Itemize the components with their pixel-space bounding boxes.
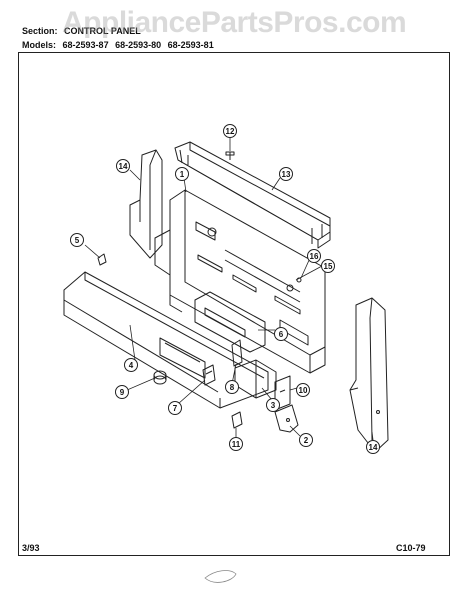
callout-number: 7 (173, 404, 178, 413)
callout-number: 16 (310, 252, 319, 261)
callout-2: 2 (299, 433, 313, 447)
model-number: 68-2593-80 (115, 40, 162, 50)
part-control-housing (154, 189, 326, 374)
part-display-board (194, 291, 266, 353)
header-rule (18, 52, 450, 53)
callout-16: 16 (307, 249, 321, 263)
model-number: 68-2593-87 (62, 40, 109, 50)
callout-number: 12 (226, 127, 235, 136)
callout-14-left: 14 (116, 159, 130, 173)
frame-right (449, 52, 450, 555)
callout-number: 1 (180, 170, 185, 179)
callout-number: 9 (120, 388, 125, 397)
part-bracket-2 (274, 404, 299, 433)
part-screw-12 (225, 151, 235, 160)
callout-1: 1 (175, 167, 189, 181)
callout-11: 11 (229, 437, 243, 451)
callout-number: 6 (279, 330, 284, 339)
section-line: Section: CONTROL PANEL (22, 26, 145, 36)
callout-number: 10 (299, 386, 308, 395)
callout-3: 3 (266, 398, 280, 412)
callout-5: 5 (70, 233, 84, 247)
part-clip-8 (231, 339, 243, 367)
callout-13: 13 (279, 167, 293, 181)
watermark: AppliancePartsPros.com (62, 6, 407, 39)
scan-marks (204, 570, 237, 583)
part-end-cap-left (129, 149, 163, 259)
callout-number: 11 (232, 440, 241, 449)
callout-6: 6 (274, 327, 288, 341)
callout-15: 15 (321, 259, 335, 273)
part-top-rail (174, 141, 331, 249)
callout-7: 7 (168, 401, 182, 415)
callout-8: 8 (225, 380, 239, 394)
callout-9: 9 (115, 385, 129, 399)
footer-rule (18, 555, 450, 556)
part-clip-11 (231, 411, 243, 429)
section-label: Section: (22, 26, 58, 36)
footer-date: 3/93 (22, 543, 40, 553)
part-knob (153, 370, 167, 385)
callout-number: 4 (129, 361, 134, 370)
callout-number: 8 (230, 383, 235, 392)
callout-4: 4 (124, 358, 138, 372)
callout-number: 14 (369, 443, 378, 452)
callout-10: 10 (296, 383, 310, 397)
callout-number: 14 (119, 162, 128, 171)
leader-lines (84, 138, 374, 441)
callout-number: 13 (282, 170, 291, 179)
callouts: 1 2 3 4 5 6 7 8 (70, 124, 380, 454)
footer-code: C10-79 (396, 543, 426, 553)
callout-number: 3 (271, 401, 276, 410)
callout-number: 15 (324, 262, 333, 271)
part-end-cap-right (349, 297, 389, 453)
part-clip-5 (97, 253, 107, 266)
callout-number: 5 (75, 236, 80, 245)
callout-14-right: 14 (366, 440, 380, 454)
callout-12: 12 (223, 124, 237, 138)
section-value: CONTROL PANEL (64, 26, 141, 36)
frame-left (18, 52, 19, 555)
model-number: 68-2593-81 (167, 40, 214, 50)
part-front-panel (63, 271, 269, 409)
part-rocker-switch (202, 364, 216, 386)
callout-number: 2 (304, 436, 309, 445)
models-line: Models: 68-2593-87 68-2593-80 68-2593-81 (22, 40, 218, 50)
models-label: Models: (22, 40, 57, 50)
part-lower-trim (234, 359, 277, 399)
